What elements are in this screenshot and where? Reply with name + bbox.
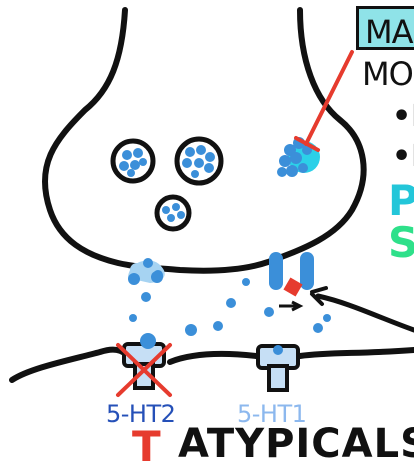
- mao-enzyme-icon: [277, 137, 320, 177]
- vesicle-icon: [177, 139, 221, 183]
- transporter-icon: [269, 252, 314, 297]
- maoi-box: MA: [356, 6, 414, 50]
- postsynaptic-membrane: [12, 350, 132, 380]
- p-letter: P: [388, 180, 414, 222]
- maoi-label: MA: [365, 13, 413, 50]
- vesicle-icon: [157, 197, 189, 229]
- postsynaptic-membrane-right: [300, 350, 414, 356]
- receptor-icon: [258, 345, 298, 390]
- inhibit-symbol: T: [132, 426, 161, 468]
- vesicle-icon: [113, 141, 153, 181]
- bullet-item: •I: [392, 102, 414, 132]
- arrow-icon: [279, 288, 414, 330]
- mao-label: MO: [362, 58, 413, 90]
- postsynaptic-membrane-mid: [170, 354, 256, 362]
- atypicals-label: ATYPICALS: [178, 424, 414, 464]
- bullet-item: •I: [392, 142, 414, 172]
- s-letter: S: [388, 222, 414, 264]
- receptor-icon: [124, 333, 164, 388]
